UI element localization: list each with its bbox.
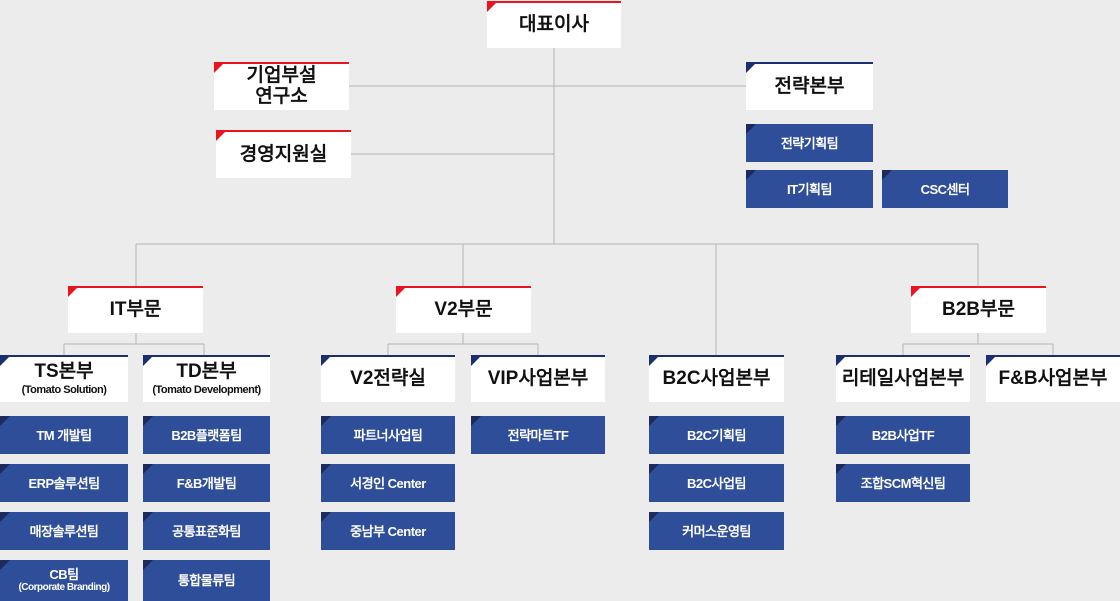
- jungnambu-center-label: 중남부 Center: [350, 523, 426, 539]
- cb-team-box: CB팀 (Corporate Branding): [0, 560, 128, 601]
- seogyeongin-center-box: 서경인 Center: [321, 464, 455, 502]
- csc-center-label: CSC센터: [920, 181, 970, 197]
- b2b-business-tf-label: B2B사업TF: [871, 427, 935, 443]
- b2b-platform-team-label: B2B플랫폼팀: [171, 427, 242, 443]
- lab-box: 기업부설 연구소: [214, 62, 349, 110]
- it-planning-team-label: IT기획팀: [787, 181, 832, 197]
- strategy-team-label: 전략기획팀: [780, 135, 839, 151]
- strategy-team-box: 전략기획팀: [746, 124, 873, 162]
- retail-hq-box: 리테일사업본부: [836, 355, 970, 402]
- partner-business-team-box: 파트너사업팀: [321, 416, 455, 454]
- ceo-box: 대표이사: [487, 1, 621, 48]
- strategy-mart-tf-box: 전략마트TF: [471, 416, 605, 454]
- scm-innovation-team-box: 조합SCM혁신팀: [836, 464, 970, 502]
- vip-hq-label: VIP사업본부: [487, 368, 589, 389]
- td-hq-box: TD본부 (Tomato Development): [143, 355, 270, 402]
- retail-hq-label: 리테일사업본부: [841, 368, 965, 389]
- store-solution-team-box: 매장솔루션팀: [0, 512, 128, 550]
- tm-dev-team-box: TM 개발팀: [0, 416, 128, 454]
- td-hq-label: TD본부: [176, 360, 237, 382]
- b2c-business-team-label: B2C사업팀: [687, 475, 746, 491]
- scm-innovation-team-label: 조합SCM혁신팀: [860, 475, 946, 491]
- store-solution-team-label: 매장솔루션팀: [29, 523, 99, 539]
- strategy-mart-tf-label: 전략마트TF: [507, 427, 569, 443]
- b2b-division-label: B2B부문: [942, 299, 1015, 320]
- ts-hq-box: TS본부 (Tomato Solution): [0, 355, 128, 402]
- standardization-team-box: 공통표준화팀: [143, 512, 270, 550]
- v2-division-label: V2부문: [434, 299, 493, 320]
- commerce-ops-team-label: 커머스운영팀: [682, 523, 751, 539]
- cb-team-label: CB팀: [49, 567, 79, 582]
- cb-team-sublabel: (Corporate Branding): [18, 582, 110, 593]
- b2b-division-box: B2B부문: [911, 286, 1046, 333]
- strategy-hq-label: 전략본부: [774, 75, 845, 97]
- fnb-hq-label: F&B사업본부: [998, 368, 1108, 389]
- jungnambu-center-box: 중남부 Center: [321, 512, 455, 550]
- management-label: 경영지원실: [239, 143, 328, 165]
- fnb-hq-box: F&B사업본부: [986, 355, 1120, 402]
- logistics-team-box: 통합물류팀: [143, 560, 270, 601]
- v2-strategy-office-label: V2전략실: [350, 368, 426, 389]
- vip-hq-box: VIP사업본부: [471, 355, 605, 402]
- b2c-planning-team-box: B2C기획팀: [649, 416, 784, 454]
- it-planning-team-box: IT기획팀: [746, 170, 873, 208]
- fnb-dev-team-box: F&B개발팀: [143, 464, 270, 502]
- standardization-team-label: 공통표준화팀: [172, 523, 241, 539]
- logistics-team-label: 통합물류팀: [177, 573, 236, 588]
- fnb-dev-team-label: F&B개발팀: [176, 475, 237, 491]
- it-division-label: IT부문: [109, 299, 162, 320]
- csc-center-box: CSC센터: [882, 170, 1008, 208]
- management-box: 경영지원실: [216, 130, 351, 178]
- ts-hq-label: TS본부: [34, 360, 94, 382]
- b2b-business-tf-box: B2B사업TF: [836, 416, 970, 454]
- ts-hq-sublabel: (Tomato Solution): [21, 383, 107, 396]
- lab-label-line2: 연구소: [255, 86, 308, 107]
- b2c-business-team-box: B2C사업팀: [649, 464, 784, 502]
- v2-strategy-office-box: V2전략실: [321, 355, 455, 402]
- strategy-hq-box: 전략본부: [746, 62, 873, 110]
- seogyeongin-center-label: 서경인 Center: [350, 475, 426, 491]
- ceo-label: 대표이사: [519, 14, 589, 35]
- b2c-planning-team-label: B2C기획팀: [687, 427, 746, 443]
- tm-dev-team-label: TM 개발팀: [36, 427, 92, 443]
- lab-label-line1: 기업부설: [246, 65, 317, 86]
- td-hq-sublabel: (Tomato Development): [152, 383, 261, 396]
- partner-business-team-label: 파트너사업팀: [353, 427, 423, 443]
- b2b-platform-team-box: B2B플랫폼팀: [143, 416, 270, 454]
- erp-solution-team-box: ERP솔루션팀: [0, 464, 128, 502]
- erp-solution-team-label: ERP솔루션팀: [28, 475, 100, 491]
- v2-division-box: V2부문: [396, 286, 531, 333]
- commerce-ops-team-box: 커머스운영팀: [649, 512, 784, 550]
- b2c-hq-box: B2C사업본부: [649, 355, 784, 402]
- b2c-hq-label: B2C사업본부: [662, 368, 771, 389]
- it-division-box: IT부문: [68, 286, 203, 333]
